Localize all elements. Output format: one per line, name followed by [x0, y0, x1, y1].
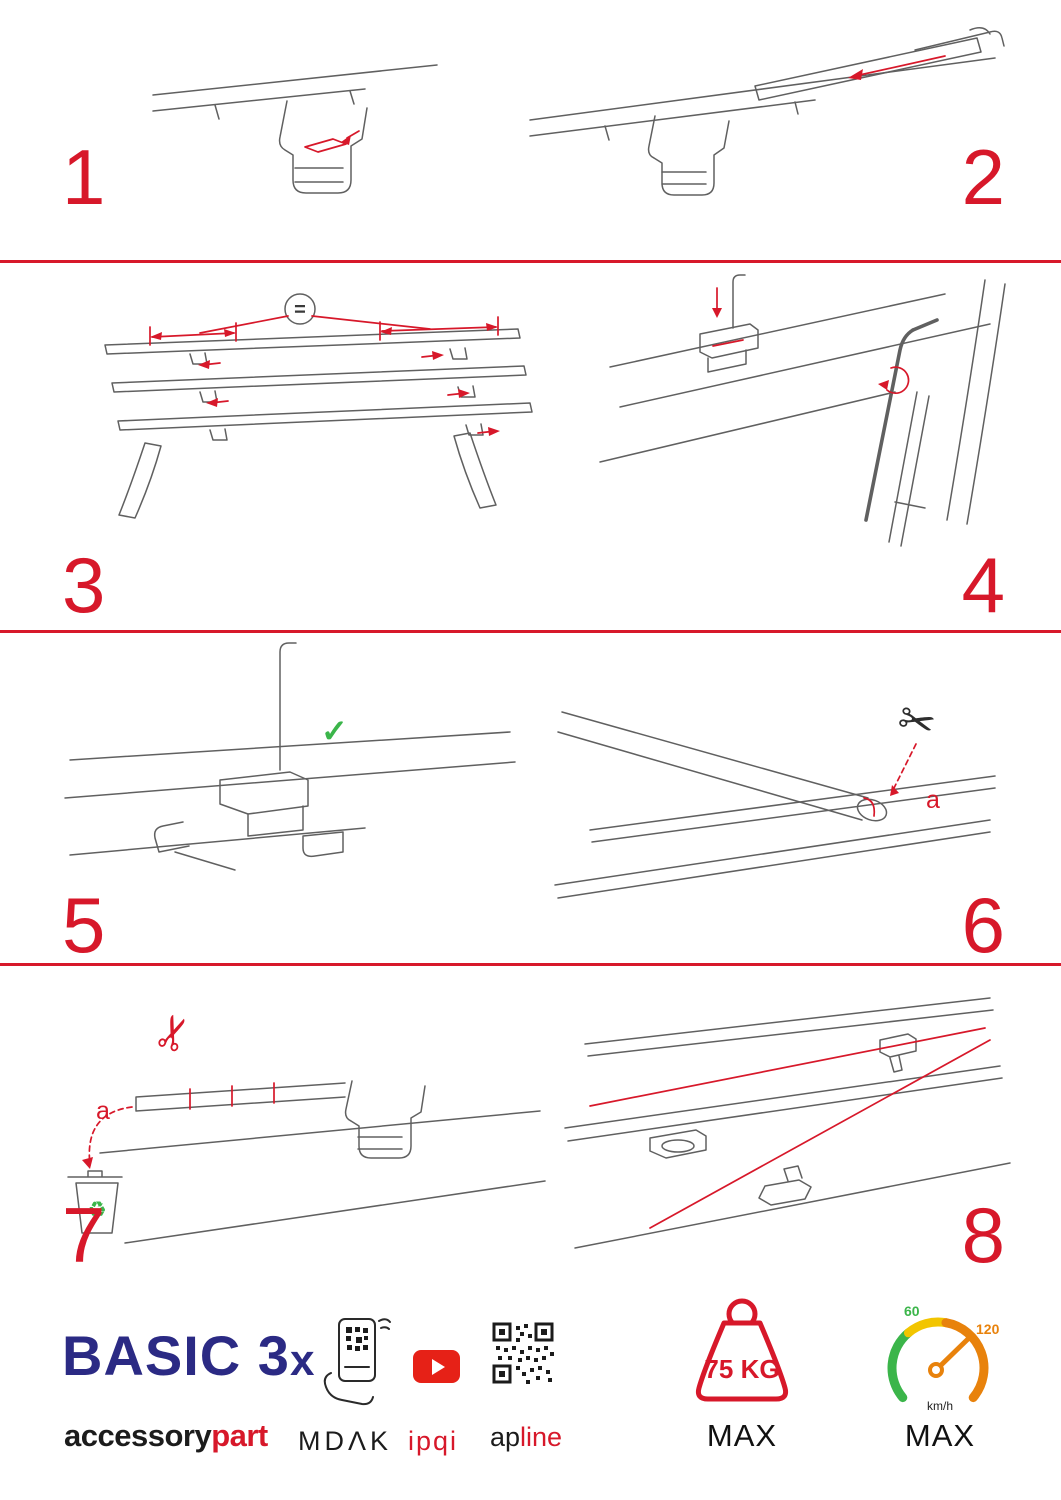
youtube-icon: [413, 1350, 460, 1383]
step-7-number: 7: [62, 1191, 106, 1279]
product-name: BASIC 3x: [62, 1324, 316, 1387]
speedometer-icon: 60 120 km/h: [887, 1303, 1000, 1413]
step-8-illustration: [564, 997, 1011, 1249]
speed-high-label: 120: [976, 1321, 1000, 1337]
cut-piece-label: a: [96, 1097, 110, 1125]
brand-accessorypart: accessorypart: [64, 1418, 268, 1453]
step-3-illustration: =: [104, 293, 533, 519]
equal-spacing-label: =: [294, 299, 306, 321]
step-5-number: 5: [62, 881, 106, 969]
weight-value: 75 KG: [704, 1354, 779, 1384]
section-divider: [0, 963, 1061, 966]
step-8-number: 8: [961, 1191, 1005, 1279]
play-triangle-icon: [431, 1358, 445, 1375]
step-4-illustration: [599, 274, 1006, 547]
scissors-icon: ✂: [892, 693, 940, 750]
step-1-number: 1: [62, 133, 106, 221]
cut-point-label: a: [926, 786, 940, 814]
logo-ipqi: ipqi: [408, 1426, 459, 1456]
section-divider: [0, 260, 1061, 263]
step-6-illustration: ✂ a: [554, 693, 996, 899]
section-divider: [0, 630, 1061, 633]
step-6-number: 6: [961, 881, 1005, 969]
recycle-icon: ♻: [87, 1197, 107, 1222]
trash-icon: ♻: [67, 1170, 123, 1234]
step-4-number: 4: [961, 541, 1005, 629]
step-1-illustration: [152, 64, 438, 194]
speed-max-label: MAX: [904, 1418, 976, 1453]
logo-apline: apline: [490, 1422, 563, 1452]
step-2-number: 2: [961, 133, 1005, 221]
step-3-number: 3: [62, 541, 106, 629]
phone-scan-icon: [323, 1318, 391, 1406]
speed-unit-label: km/h: [927, 1399, 953, 1413]
logo-mdak: MDΛK: [298, 1426, 393, 1456]
speed-low-label: 60: [904, 1303, 920, 1319]
scissors-icon: ✂: [143, 1006, 205, 1060]
weight-max-icon: 75 KG: [695, 1298, 789, 1402]
step-2-illustration: [529, 27, 1005, 196]
step-7-illustration: ✂ a ♻: [67, 1006, 546, 1244]
step-5-illustration: ✓: [64, 642, 516, 871]
qr-code-icon: [492, 1322, 554, 1384]
weight-max-label: MAX: [706, 1418, 778, 1453]
